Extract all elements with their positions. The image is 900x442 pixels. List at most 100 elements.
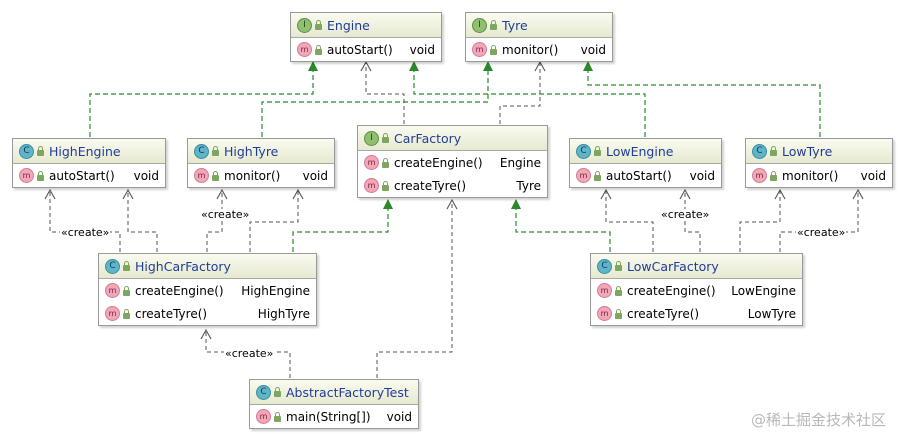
dep-test-highcarfactory [200,328,291,378]
method-name: autoStart() [606,168,672,183]
realization-lowtyre-tyre [583,61,821,137]
class-name: CarFactory [394,130,462,146]
dep-lowcarfactory-lowtyre-2 [779,188,864,252]
class-icon: C [576,143,591,159]
public-lock-icon [770,146,777,156]
realization-lowengine-engine [409,61,646,137]
method-icon: m [194,168,209,183]
watermark-text: @稀土掘金技术社区 [750,411,886,429]
public-lock-icon [490,44,497,55]
return-type: void [386,409,412,424]
class-name: LowCarFactory [627,258,719,274]
public-lock-icon [770,170,777,181]
method-icon: m [597,283,612,298]
class-name: HighCarFactory [135,258,231,274]
return-type: void [409,42,435,57]
class-name: HighTyre [224,143,279,159]
public-lock-icon [315,20,322,30]
public-lock-icon [123,261,130,271]
method-icon: m [297,42,312,57]
return-type: void [580,42,606,57]
public-lock-icon [594,146,601,156]
class-name: LowTyre [782,143,833,159]
public-lock-icon [490,20,497,30]
method-name: createTyre() [394,178,467,193]
return-type: void [860,168,886,183]
public-lock-icon [382,157,389,168]
public-lock-icon [123,308,130,319]
method-icon: m [105,283,120,298]
return-type: void [133,168,159,183]
interface-icon: I [297,17,312,33]
return-type: LowTyre [747,306,796,321]
method-icon: m [597,306,612,321]
method-icon: m [19,168,34,183]
public-lock-icon [274,411,281,422]
dep-carfactory-tyre [499,60,546,124]
method-name: monitor() [782,168,839,183]
method-icon: m [752,168,767,183]
class-low-tyre[interactable]: C LowTyre m monitor() void [745,138,893,188]
class-icon: C [597,258,612,274]
return-type: void [689,168,715,183]
dep-highcarfactory-hightyre-2 [249,188,304,252]
method-icon: m [256,409,271,424]
class-name: AbstractFactoryTest [286,384,409,400]
method-row: m monitor() void [746,164,892,187]
interface-icon: I [364,130,379,146]
dep-lowcarfactory-lowengine [600,188,654,252]
dep-carfactory-engine [360,60,405,124]
class-icon: C [105,258,120,274]
watermark: @稀土掘金技术社区 [751,409,886,430]
method-icon: m [364,155,379,170]
method-icon: m [105,306,120,321]
public-lock-icon [274,387,281,397]
return-type: HighTyre [257,306,310,321]
class-name: HighEngine [49,143,121,159]
method-row: m createTyre() LowTyre [591,302,802,325]
return-type: HighEngine [241,283,310,298]
method-row: m autoStart() void [570,164,721,187]
public-lock-icon [382,133,389,143]
method-name: autoStart() [49,168,115,183]
method-name: createTyre() [627,306,700,321]
realization-highcarfactory-carfactory [292,199,393,252]
create-label: «create» [200,208,251,221]
method-name: monitor() [502,42,559,57]
create-label: «create» [60,226,111,239]
method-name: main(String[]) [286,409,371,424]
dep-lowcarfactory-lowtyre [739,188,786,252]
return-type: Tyre [516,178,541,193]
public-lock-icon [37,146,44,156]
public-lock-icon [123,285,130,296]
dep-highcarfactory-highengine [44,188,121,252]
class-icon: C [194,143,209,159]
public-lock-icon [212,146,219,156]
public-lock-icon [382,180,389,191]
class-name: Tyre [502,17,528,33]
class-low-engine[interactable]: C LowEngine m autoStart() void [569,138,722,188]
class-name: LowEngine [606,143,674,159]
method-name: createEngine() [394,155,483,170]
class-icon: C [752,143,767,159]
method-icon: m [576,168,591,183]
public-lock-icon [615,285,622,296]
create-label: «create» [224,347,275,360]
